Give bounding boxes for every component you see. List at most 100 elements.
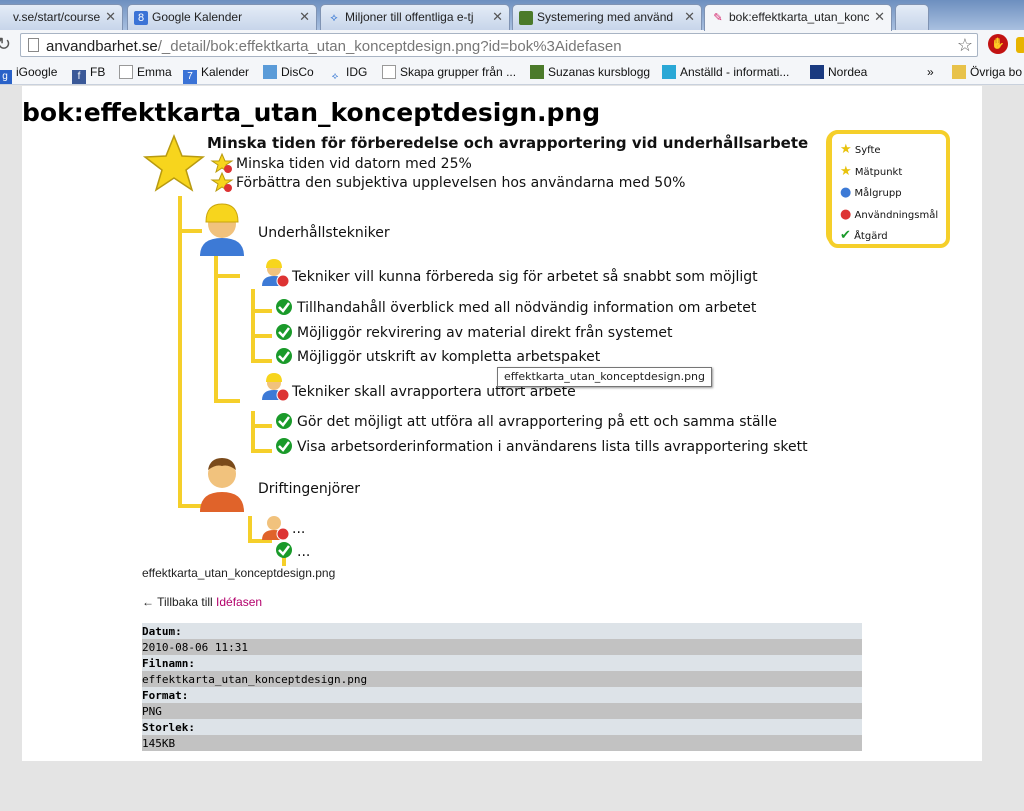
action-text: Tillhandahåll överblick med all nödvändi… [296, 299, 757, 316]
user-icon: ● [840, 185, 852, 200]
check-icon [276, 438, 292, 454]
tab-strip: v.se/start/course_in ✕ 8 Google Kalender… [0, 0, 1024, 31]
legend-item: ● Målgrupp [840, 183, 946, 205]
legend-item: ★ Mätpunkt [840, 162, 946, 184]
browser-toolbar: ↻ anvandbarhet.se/_detail/bok:effektkart… [0, 30, 1024, 60]
back-prefix: ← Tillbaka till [142, 595, 217, 609]
meta-key: Datum: [142, 623, 862, 639]
stop-sign-icon[interactable]: ✋ [988, 34, 1008, 54]
meta-value: 145KB [142, 735, 862, 751]
bookmark-label: iGoogle [16, 65, 58, 79]
close-icon[interactable]: ✕ [105, 9, 116, 24]
back-link-row: ← Tillbaka till Idéfasen [142, 595, 262, 609]
tab-effektkarta[interactable]: ✎ bok:effektkarta_utan_konc ✕ [704, 4, 892, 31]
tab-label: v.se/start/course_in [13, 10, 100, 24]
bookmark-label: Skapa grupper från ... [400, 65, 517, 79]
check-icon [276, 542, 292, 558]
legend-item: ✔ Åtgärd [840, 226, 946, 248]
legend-item: ● Användningsmål [840, 205, 946, 227]
bookmark-suzana[interactable]: Suzanas kursblogg [530, 65, 650, 79]
legend-label: Målgrupp [854, 188, 902, 199]
bookmark-label: Övriga bo [970, 65, 1023, 79]
usage-goal-icon [262, 259, 290, 288]
close-icon[interactable]: ✕ [684, 9, 695, 24]
tab-label: Google Kalender [152, 10, 243, 24]
measure-text: Förbättra den subjektiva upplevelsen hos… [236, 175, 685, 191]
meta-key: Format: [142, 687, 862, 703]
bookmark-nordea[interactable]: Nordea [810, 65, 867, 79]
url-path: /_detail/bok:effektkarta_utan_konceptdes… [157, 38, 622, 55]
group-text: Underhållstekniker [258, 224, 390, 241]
meta-value: 2010-08-06 11:31 [142, 639, 862, 655]
close-icon[interactable]: ✕ [874, 9, 885, 24]
measure-text: Minska tiden vid datorn med 25% [236, 156, 472, 172]
bookmark-label: Emma [137, 65, 172, 79]
page-icon [382, 65, 396, 79]
page-content: bok:effektkarta_utan_konceptdesign.png M… [22, 86, 982, 761]
tab-label: bok:effektkarta_utan_konc [729, 10, 869, 24]
image-tooltip: effektkarta_utan_konceptdesign.png [497, 367, 713, 387]
page-icon [119, 65, 133, 79]
check-icon [276, 299, 292, 315]
worker-user-icon [200, 203, 244, 256]
google-icon: g [0, 70, 12, 84]
tab-miljoner[interactable]: ⟡ Miljoner till offentliga e-tj ✕ [320, 4, 510, 30]
tab-course[interactable]: v.se/start/course_in ✕ [0, 4, 123, 30]
bookmark-label: Anställd - informati... [680, 65, 790, 79]
image-caption: effektkarta_utan_konceptdesign.png [142, 566, 336, 580]
bookmark-anstalld[interactable]: Anställd - informati... [662, 65, 789, 79]
bookmark-star-icon[interactable]: ☆ [956, 35, 973, 55]
meta-value: PNG [142, 703, 862, 719]
usage-goal-icon: ● [840, 206, 852, 222]
legend-item: ★ Syfte [840, 140, 946, 162]
action-text: Möjliggör rekvirering av material direkt… [297, 324, 673, 341]
calendar-icon: 8 [134, 11, 148, 25]
cube-icon [519, 11, 533, 25]
legend-label: Mätpunkt [854, 166, 903, 178]
back-link[interactable]: Idéfasen [216, 595, 263, 609]
address-bar[interactable]: anvandbarhet.se/_detail/bok:effektkarta_… [20, 33, 978, 57]
new-tab-button[interactable] [895, 4, 929, 30]
pencil-icon: ✎ [713, 12, 723, 24]
page-title: bok:effektkarta_utan_konceptdesign.png [22, 98, 601, 127]
legend-label: Syfte [854, 145, 881, 156]
bookmark-other[interactable]: Övriga bo [952, 65, 1022, 79]
close-icon[interactable]: ✕ [299, 9, 310, 24]
bookmark-label: IDG [346, 65, 368, 79]
bookmarks-overflow-button[interactable]: » [927, 65, 934, 79]
legend: ★ Syfte ★ Mätpunkt ● Målgrupp ● Användni… [828, 130, 950, 248]
bookmark-skapa[interactable]: Skapa grupper från ... [382, 65, 516, 79]
bookmark-emma[interactable]: Emma [119, 65, 172, 79]
extension-icon[interactable] [1016, 37, 1024, 53]
goal-text: Minska tiden för förberedelse och avrapp… [207, 134, 808, 152]
action-text: ... [297, 544, 310, 560]
url-text[interactable]: anvandbarhet.se/_detail/bok:effektkarta_… [46, 38, 622, 55]
check-icon: ✔ [840, 228, 851, 243]
cloud-icon [263, 65, 277, 79]
measure-icon [210, 152, 234, 174]
effect-map-image[interactable]: Minska tiden för förberedelse och avrapp… [140, 126, 860, 566]
bookmark-igoogle[interactable]: g iGoogle [0, 65, 57, 84]
star-icon: ★ [840, 142, 852, 157]
reload-icon[interactable]: ↻ [0, 34, 12, 54]
check-icon [276, 324, 292, 340]
meta-key: Filnamn: [142, 655, 862, 671]
measure-icon: ★ [840, 163, 852, 179]
tab-systemering[interactable]: Systemering med använd ✕ [512, 4, 702, 30]
link-icon: ⟡ [331, 71, 339, 82]
check-icon [276, 413, 292, 429]
bookmark-disco[interactable]: DisCo [263, 65, 314, 79]
measure-icon [210, 171, 234, 193]
bookmark-label: DisCo [281, 65, 314, 79]
bookmark-idg[interactable]: ⟡ IDG [328, 65, 368, 84]
tab-google-calendar[interactable]: 8 Google Kalender ✕ [127, 4, 317, 30]
legend-label: Åtgärd [854, 231, 888, 242]
url-host: anvandbarhet.se [46, 38, 158, 55]
usage-goal-text: ... [292, 521, 305, 537]
close-icon[interactable]: ✕ [492, 9, 503, 24]
legend-label: Användningsmål [854, 209, 939, 221]
group-text: Driftingenjörer [258, 481, 360, 497]
